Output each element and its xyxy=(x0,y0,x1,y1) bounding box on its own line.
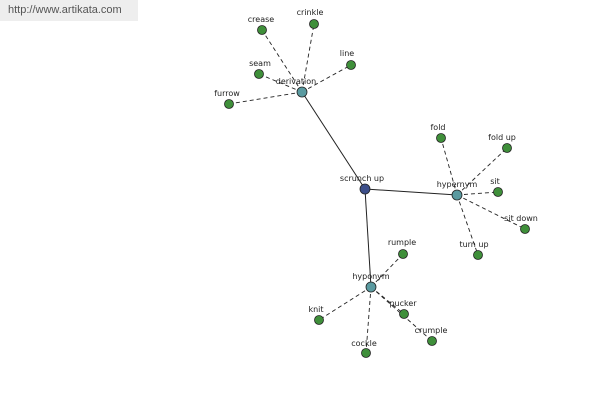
leaf-node-hyponym-3[interactable] xyxy=(314,315,324,325)
edge-center-hyponym xyxy=(364,188,372,288)
hub-node-derivation[interactable] xyxy=(296,86,308,98)
leaf-node-hypernym-3[interactable] xyxy=(520,224,530,234)
leaf-node-hyponym-4[interactable] xyxy=(361,348,371,358)
edge-derivation-leaf-3 xyxy=(301,64,352,93)
site-url-watermark[interactable]: http://www.artikata.com xyxy=(0,0,138,21)
edge-hypernym-leaf-4 xyxy=(456,194,479,256)
leaf-label-hypernym-0[interactable]: fold xyxy=(430,123,445,132)
leaf-node-derivation-1[interactable] xyxy=(309,19,319,29)
hub-node-hyponym[interactable] xyxy=(365,281,377,293)
leaf-node-hypernym-2[interactable] xyxy=(493,187,503,197)
leaf-node-hypernym-0[interactable] xyxy=(436,133,446,143)
leaf-node-hypernym-4[interactable] xyxy=(473,250,483,260)
hub-label-derivation[interactable]: derivation xyxy=(276,77,316,86)
hub-label-hypernym[interactable]: hypernym xyxy=(437,180,478,189)
edge-derivation-leaf-2 xyxy=(258,73,303,93)
leaf-label-hypernym-2[interactable]: sit xyxy=(490,177,500,186)
leaf-label-hyponym-0[interactable]: rumple xyxy=(388,238,416,247)
leaf-node-derivation-0[interactable] xyxy=(257,25,267,35)
center-label[interactable]: scrunch up xyxy=(340,174,384,183)
leaf-label-hyponym-3[interactable]: knit xyxy=(308,305,323,314)
edge-hyponym-leaf-0 xyxy=(370,253,404,288)
leaf-node-hyponym-0[interactable] xyxy=(398,249,408,259)
edge-derivation-leaf-0 xyxy=(261,29,303,93)
center-node[interactable] xyxy=(359,183,371,195)
leaf-label-hypernym-4[interactable]: turn up xyxy=(459,240,488,249)
graph-edges xyxy=(228,23,526,354)
edge-derivation-leaf-4 xyxy=(228,91,303,105)
leaf-node-derivation-3[interactable] xyxy=(346,60,356,70)
edge-hyponym-leaf-3 xyxy=(318,286,372,321)
edge-center-hypernym xyxy=(364,188,458,196)
leaf-label-hypernym-1[interactable]: fold up xyxy=(488,133,516,142)
graph-nodes xyxy=(224,19,530,358)
leaf-node-hypernym-1[interactable] xyxy=(502,143,512,153)
leaf-node-derivation-2[interactable] xyxy=(254,69,264,79)
leaf-label-derivation-3[interactable]: line xyxy=(340,49,355,58)
edge-hypernym-leaf-1 xyxy=(456,147,508,196)
leaf-label-derivation-1[interactable]: crinkle xyxy=(297,8,324,17)
edge-hypernym-leaf-3 xyxy=(456,194,526,230)
hub-label-hyponym[interactable]: hyponym xyxy=(352,272,390,281)
leaf-label-derivation-2[interactable]: seam xyxy=(249,59,271,68)
leaf-node-hyponym-2[interactable] xyxy=(427,336,437,346)
leaf-node-hyponym-1[interactable] xyxy=(399,309,409,319)
hub-node-hypernym[interactable] xyxy=(451,189,463,201)
graph-labels: scrunch up derivation crease crinkle seam lin… xyxy=(214,8,538,348)
leaf-label-hyponym-1[interactable]: pucker xyxy=(389,299,417,308)
edge-hypernym-leaf-2 xyxy=(456,191,499,196)
leaf-label-derivation-0[interactable]: crease xyxy=(248,15,275,24)
leaf-label-hyponym-4[interactable]: cockle xyxy=(351,339,377,348)
leaf-node-derivation-4[interactable] xyxy=(224,99,234,109)
leaf-label-hypernym-3[interactable]: sit down xyxy=(504,214,538,223)
edge-hypernym-leaf-0 xyxy=(440,137,458,196)
edge-derivation-leaf-1 xyxy=(301,23,315,93)
leaf-label-derivation-4[interactable]: furrow xyxy=(214,89,240,98)
leaf-label-hyponym-2[interactable]: crumple xyxy=(415,326,448,335)
edge-center-derivation xyxy=(301,91,366,190)
